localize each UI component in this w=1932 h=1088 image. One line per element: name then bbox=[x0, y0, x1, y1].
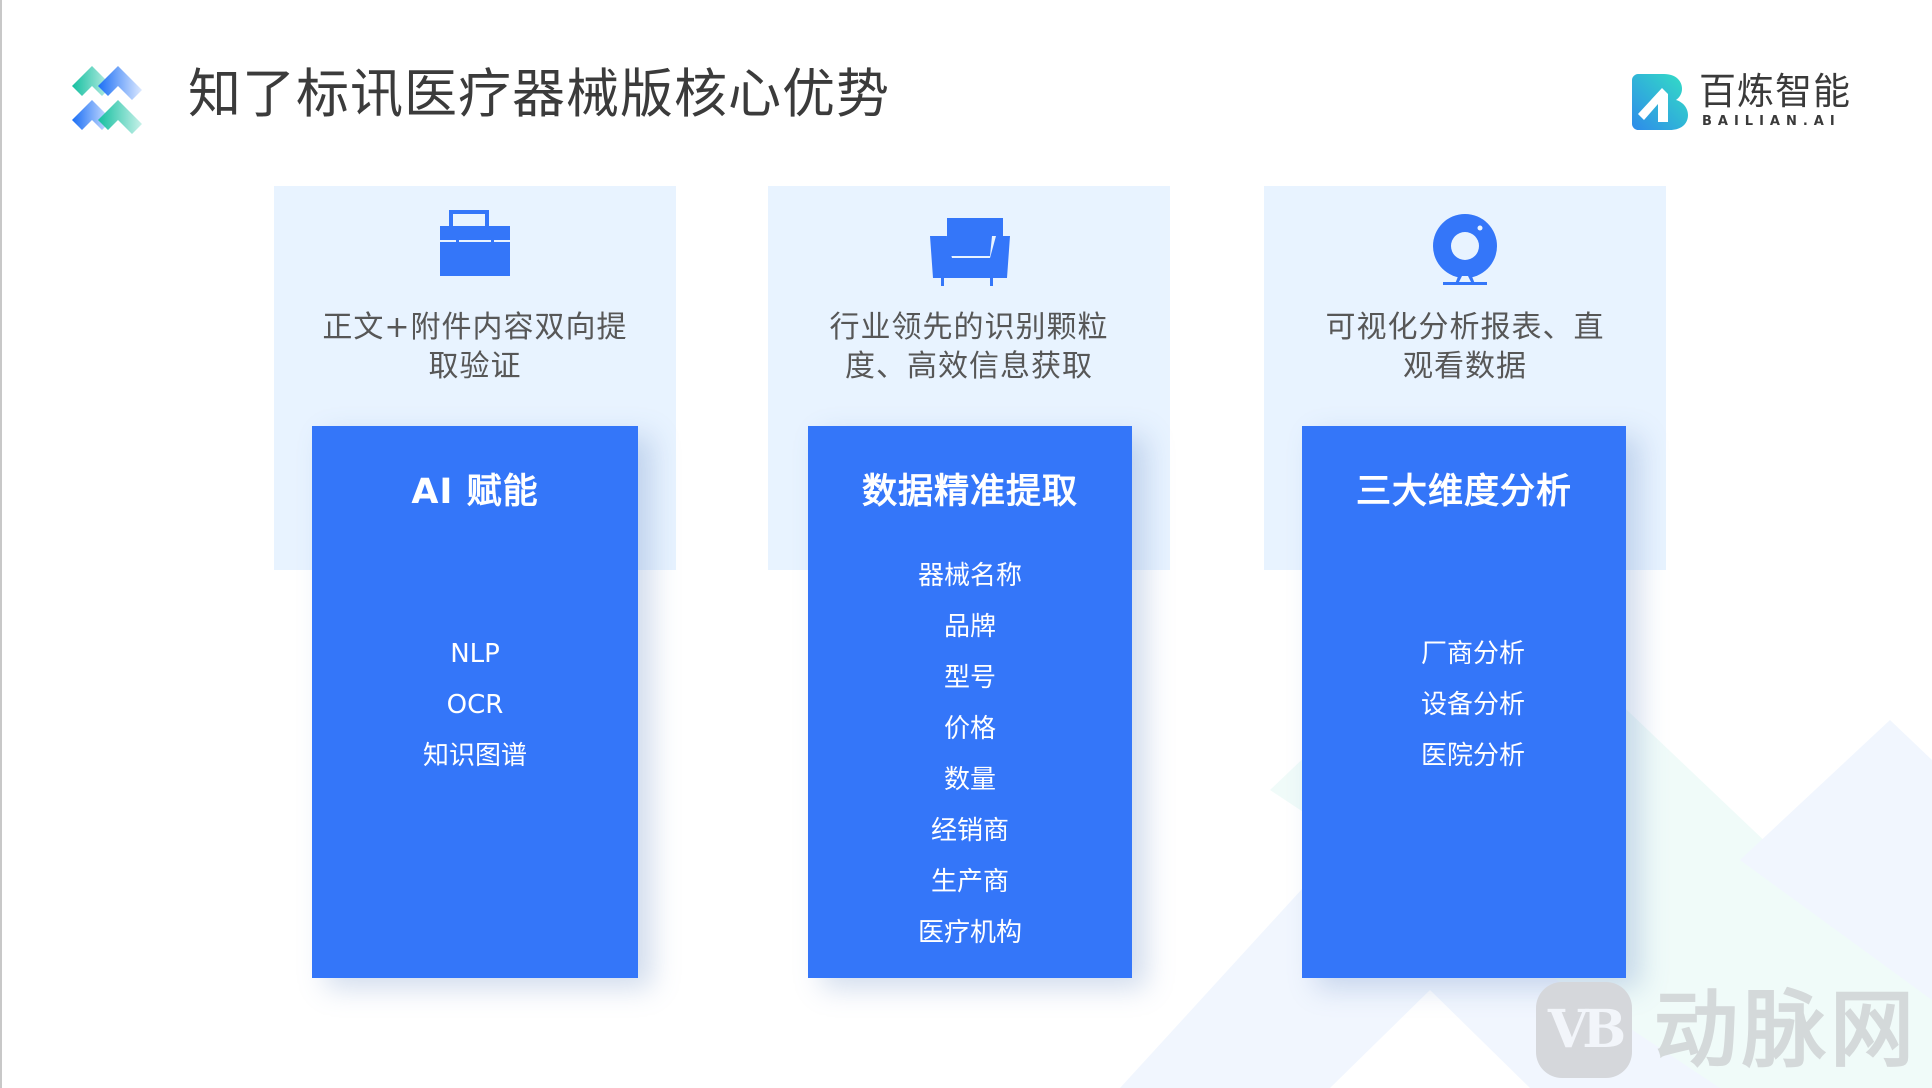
stacked-chevrons-logo-icon bbox=[72, 66, 142, 134]
capability-list: NLP OCR 知识图谱 bbox=[312, 629, 638, 782]
list-item: 生产商 bbox=[930, 867, 1009, 897]
feature-description: 正文+附件内容双向提 取验证 bbox=[322, 310, 628, 384]
card-data-extraction: 数据精准提取 器械名称 品牌 型号 价格 数量 经销商 生产商 医疗机构 bbox=[808, 426, 1132, 978]
card-title: 数据精准提取 bbox=[861, 472, 1078, 512]
list-item: 医院分析 bbox=[1420, 741, 1525, 771]
list-item: 医疗机构 bbox=[917, 918, 1022, 948]
list-item: 型号 bbox=[943, 663, 996, 693]
feature-description: 行业领先的识别颗粒 度、高效信息获取 bbox=[829, 310, 1109, 384]
list-item: 知识图谱 bbox=[422, 741, 527, 771]
watermark: VB 动脉网 bbox=[1536, 982, 1926, 1078]
list-item: OCR bbox=[446, 690, 504, 720]
analysis-list: 厂商分析 设备分析 医院分析 bbox=[1302, 629, 1626, 782]
card-title: AI 赋能 bbox=[411, 472, 539, 512]
field-list: 器械名称 品牌 型号 价格 数量 经销商 生产商 医疗机构 bbox=[808, 551, 1132, 959]
list-item: NLP bbox=[450, 639, 500, 669]
page-title: 知了标讯医疗器械版核心优势 bbox=[188, 64, 890, 125]
list-item: 价格 bbox=[943, 714, 996, 744]
sofa-icon bbox=[930, 218, 1010, 286]
brand-logo: 百炼智能 BAILIAN.AI bbox=[1632, 72, 1856, 134]
list-item: 设备分析 bbox=[1420, 690, 1525, 720]
list-item: 厂商分析 bbox=[1420, 639, 1525, 669]
feature-description: 可视化分析报表、直 观看数据 bbox=[1325, 310, 1605, 384]
brand-name: 百炼智能 bbox=[1699, 70, 1851, 113]
watermark-text: 动脉网 bbox=[1654, 981, 1919, 1079]
list-item: 数量 bbox=[943, 765, 996, 795]
list-item: 品牌 bbox=[943, 612, 996, 642]
webcam-icon bbox=[1433, 214, 1497, 285]
list-item: 经销商 bbox=[930, 816, 1009, 846]
card-ai-empowerment: AI 赋能 NLP OCR 知识图谱 bbox=[312, 426, 638, 978]
left-border bbox=[0, 0, 2, 1088]
briefcase-icon bbox=[440, 210, 510, 276]
b-letter-logo-icon bbox=[1632, 74, 1688, 130]
watermark-vb-logo-icon: VB bbox=[1536, 982, 1632, 1078]
brand-subtitle: BAILIAN.AI bbox=[1702, 114, 1841, 129]
card-three-dimension-analysis: 三大维度分析 厂商分析 设备分析 医院分析 bbox=[1302, 426, 1626, 978]
card-title: 三大维度分析 bbox=[1355, 472, 1572, 512]
list-item: 器械名称 bbox=[917, 561, 1022, 591]
